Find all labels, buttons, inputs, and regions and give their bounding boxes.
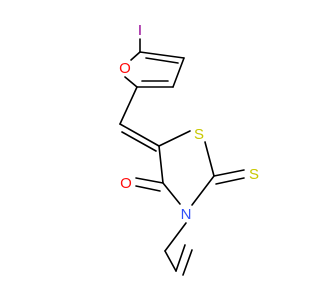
bond-C5ring-S1: [158, 130, 191, 147]
bond-C4-C5ring: [158, 145, 164, 184]
bond-C4-C5: [139, 51, 185, 59]
atom-ring-nitrogen: N: [181, 206, 192, 223]
atom-carbonyl-oxygen: O: [120, 175, 132, 192]
bond-C4-O: [135, 177, 164, 184]
atom-iodine: I: [138, 22, 142, 39]
bond-N3-C4: [162, 182, 181, 205]
bond-CH2-CH: [164, 250, 177, 272]
bond-O1-C2: [124, 76, 138, 88]
bond-CH-CH2-terminal: [175, 244, 186, 272]
atom-thione-sulfur: S: [249, 166, 259, 183]
bond-C4-O-double: [135, 185, 161, 192]
bond-C2ring-S: [213, 169, 245, 177]
bond-C3-C4: [172, 57, 185, 88]
bond-CH-C5ring: [119, 123, 160, 147]
bond-C2ring-S-double: [215, 177, 245, 185]
bond-C2ring-N3: [191, 175, 215, 206]
atom-furan-oxygen: O: [119, 60, 131, 77]
bond-CH-CH2-terminal-double: [182, 249, 193, 276]
atom-label-layer: I O S S O N: [119, 22, 259, 223]
atom-thiazolidine-sulfur: S: [194, 126, 204, 143]
bond-C2-CH: [119, 86, 138, 125]
bond-C5-O1: [130, 51, 141, 61]
bond-S1-C2ring: [204, 141, 215, 177]
bond-layer: [119, 38, 245, 276]
bond-CH-C5ring-double: [121, 131, 157, 152]
molecule-structure-diagram: I O S S O N: [119, 22, 259, 276]
bond-C4-C5-inner: [145, 57, 179, 64]
bond-N3-CH2: [164, 222, 187, 252]
